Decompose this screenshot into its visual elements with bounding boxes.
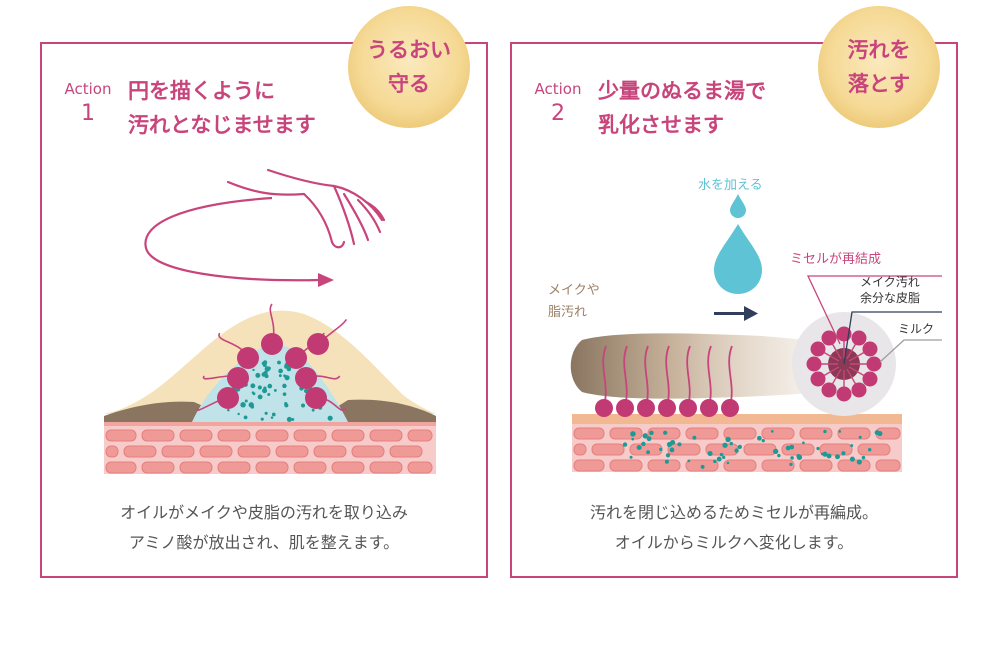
milk-label: ミルク — [898, 322, 935, 336]
makeup-smear-icon — [570, 333, 862, 399]
oil-blending-illustration — [104, 168, 436, 474]
emulsification-illustration — [570, 194, 942, 472]
action-2-headline: 少量のぬるま湯で 乳化させます — [598, 74, 766, 142]
amino-acid-dots-icon — [622, 429, 883, 469]
action-1-headline: 円を描くように 汚れとなじませます — [128, 74, 316, 142]
label-line: メイクや — [548, 283, 600, 298]
badge-line: 守る — [388, 72, 430, 96]
right-arrow-icon — [714, 306, 758, 321]
large-water-drop-icon — [714, 224, 762, 294]
dirt-sebum-label: メイク汚れ 余分な皮脂 — [860, 274, 920, 306]
surfactant-row-icon — [595, 345, 739, 417]
caption-line: オイルがメイクや皮脂の汚れを取り込み — [120, 503, 408, 522]
small-water-drop-icon — [730, 194, 746, 218]
add-water-label: 水を加える — [698, 178, 763, 193]
action-1-label: Action 1 — [58, 82, 118, 125]
action-number: 1 — [81, 101, 95, 126]
skin-layer-icon — [104, 420, 436, 474]
action-2-caption: 汚れを閉じ込めるためミセルが再編成。 オイルからミルクへ変化します。 — [512, 498, 956, 558]
action-word: Action — [534, 80, 582, 98]
action-word: Action — [64, 80, 112, 98]
skin-layer-icon — [572, 414, 902, 472]
label-line: メイク汚れ — [860, 275, 920, 289]
caption-line: オイルからミルクへ変化します。 — [614, 533, 854, 552]
makeup-oil-label: メイクや 脂汚れ — [548, 280, 600, 324]
micelle-label: ミセルが再結成 — [790, 252, 882, 267]
action-1-panel: Action 1 円を描くように 汚れとなじませます うるおい 守る — [40, 6, 488, 578]
badge-line: 汚れを — [847, 38, 911, 62]
action-2-label: Action 2 — [528, 82, 588, 125]
headline-line: 少量のぬるま湯で — [598, 79, 766, 103]
caption-line: 汚れを閉じ込めるためミセルが再編成。 — [589, 503, 878, 522]
label-line: 余分な皮脂 — [860, 291, 921, 305]
action-1-caption: オイルがメイクや皮脂の汚れを取り込み アミノ酸が放出され、肌を整えます。 — [42, 498, 486, 558]
moisture-badge: うるおい 守る — [348, 6, 470, 128]
hand-icon — [226, 168, 386, 249]
headline-line: 円を描くように — [128, 79, 275, 103]
caption-line: アミノ酸が放出され、肌を整えます。 — [128, 533, 400, 552]
action-number: 2 — [551, 101, 565, 126]
headline-line: 汚れとなじませます — [128, 113, 316, 137]
badge-line: うるおい — [367, 38, 451, 62]
micelle-molecule-icon — [196, 303, 348, 411]
action-2-panel: Action 2 少量のぬるま湯で 乳化させます 汚れを 落とす — [510, 6, 958, 578]
circular-motion-arrow-icon — [144, 196, 334, 287]
headline-line: 乳化させます — [598, 113, 724, 137]
micelle-ring-icon — [806, 326, 882, 402]
badge-line: 落とす — [847, 72, 911, 96]
label-line: 脂汚れ — [548, 305, 588, 320]
remove-dirt-badge: 汚れを 落とす — [818, 6, 940, 128]
